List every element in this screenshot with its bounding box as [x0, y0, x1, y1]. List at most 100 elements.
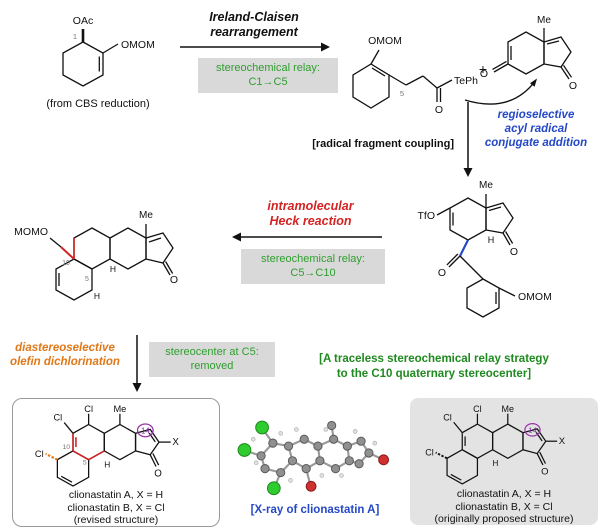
- proposed-caption-2: clionastatin B, X = Cl: [455, 500, 553, 513]
- step3-title-line2: Heck reaction: [269, 214, 352, 228]
- arrow-head: [232, 232, 241, 242]
- carbonyl-bond: [493, 63, 509, 73]
- bond-cl-b: [453, 421, 463, 434]
- step3-title: intramolecular Heck reaction: [238, 199, 383, 229]
- arrow-head: [132, 383, 142, 392]
- strategy-note-line2: to the C10 quaternary stereocenter]: [336, 367, 532, 380]
- step1-title-line1: Ireland-Claisen: [209, 10, 299, 24]
- atom-label-cl-c: Cl: [473, 404, 482, 414]
- revised-caption-3: (revised structure): [73, 514, 159, 526]
- step3-relay-box: stereochemical relay: C5→C10: [241, 249, 385, 284]
- step2-note-line1: regioselective: [497, 109, 575, 121]
- revised-caption-2: clionastatin B, X = Cl: [67, 501, 165, 514]
- atom-label-cl-a: Cl: [35, 449, 44, 459]
- atom-label-omom: OMOM: [518, 291, 552, 303]
- atom-label-o-ketone1: O: [480, 68, 488, 80]
- step1-title: Ireland-Claisen rearrangement: [176, 10, 332, 40]
- plus-sign: +: [479, 61, 487, 77]
- fragments-structures: OMOM 5 O TePh + Me O O: [352, 15, 577, 116]
- proposed-caption-1: clionastatin A, X = H: [456, 488, 552, 500]
- bond-cl-b: [63, 422, 74, 434]
- atom-label-h: H: [104, 460, 110, 470]
- locant-14: 14: [141, 426, 150, 435]
- atom-label-cl-a: Cl: [425, 447, 434, 457]
- carbonyl-bond2: [152, 453, 160, 466]
- atom-label-me: Me: [479, 180, 493, 191]
- bond-ring: [471, 267, 484, 280]
- relay-bonds-red: [72, 433, 105, 461]
- c14-highlight-circle: [524, 423, 541, 437]
- revised-caption-1: clionastatin A, X = H: [68, 489, 164, 501]
- start-material-caption: (from CBS reduction): [46, 98, 150, 110]
- proposed-caption-3: (originally proposed structure): [434, 513, 574, 525]
- bond-ch2: [459, 255, 473, 269]
- carbonyl-bond: [560, 66, 570, 80]
- locant-10: 10: [62, 444, 70, 451]
- atom-label-omom: OMOM: [121, 39, 155, 51]
- step2-arrow: [463, 102, 473, 177]
- strategy-note: [A traceless stereochemical relay strate…: [270, 352, 598, 381]
- locant-5: 5: [85, 276, 89, 283]
- step2-note-line2: acyl radical: [504, 123, 568, 135]
- atom-label-cl-c: Cl: [84, 404, 93, 414]
- locant-14: 14: [528, 426, 536, 435]
- carbonyl-bond: [536, 453, 544, 466]
- hydrindanone-core: [436, 194, 514, 246]
- double-bond: [450, 473, 462, 481]
- carbonyl-bond: [149, 454, 157, 467]
- atom-label-o-acyl: O: [435, 104, 443, 116]
- carbonyl-bond2: [562, 64, 573, 78]
- bond-momo: [49, 237, 62, 248]
- atom-label-tfo: TfO: [418, 210, 436, 222]
- carbonyl-bond2: [505, 231, 514, 244]
- atom-label-oac: OAc: [73, 15, 93, 27]
- step1-arrow: [180, 42, 330, 52]
- step2-note: regioselective acyl radical conjugate ad…: [472, 108, 600, 150]
- atom-label-o: O: [170, 274, 178, 286]
- step1-relay-line1: stereochemical relay:: [216, 62, 320, 74]
- carbonyl-bond: [448, 255, 461, 268]
- atom-label-momo: MOMO: [14, 226, 48, 238]
- step3-arrow: [232, 232, 382, 242]
- atom-label-o-acyl: O: [438, 267, 446, 279]
- atom-label-x: X: [559, 436, 566, 447]
- step1-relay-box: stereochemical relay: C1→C5: [198, 58, 338, 93]
- hash-bond-cl: [435, 451, 448, 460]
- cyclohexene-ring: [62, 41, 104, 87]
- revised-structure: Cl Cl Cl Me 14 X O H 10 5: [35, 404, 179, 487]
- revised-structure-box: Cl Cl Cl Me 14 X O H 10 5 clionastatin A…: [12, 398, 220, 527]
- hash-bond-cl-orange: [45, 452, 58, 461]
- carbonyl-bond: [162, 262, 171, 276]
- atom-label-cl-b: Cl: [54, 413, 63, 423]
- proposed-structure: Cl Cl Cl Me 14 X O H: [425, 404, 566, 485]
- arrow-head: [463, 168, 473, 177]
- carbonyl-bond2: [446, 253, 459, 266]
- locant-5: 5: [83, 460, 87, 467]
- double-bond: [60, 475, 73, 483]
- bond-ch2: [405, 75, 424, 86]
- locant-5: 5: [400, 89, 404, 98]
- atom-label-o: O: [541, 466, 548, 477]
- step4-title-line2: olefin dichlorination: [10, 356, 120, 368]
- atom-label-teph: TePh: [454, 75, 478, 87]
- step3-title-line1: intramolecular: [267, 199, 354, 213]
- conjugate-addition-curved-arrow: [464, 78, 537, 105]
- step2-note-line3: conjugate addition: [484, 137, 588, 149]
- atom-label-h1: H: [110, 264, 116, 274]
- carbonyl-bond2: [492, 60, 507, 70]
- atom-label-omom: OMOM: [368, 35, 402, 47]
- double-bond: [371, 67, 386, 77]
- xray-oxygen-atoms: [305, 454, 389, 492]
- atom-label-h: H: [493, 459, 499, 468]
- strategy-note-line1: [A traceless stereochemical relay strate…: [319, 353, 549, 365]
- atom-label-o-ring: O: [510, 246, 518, 258]
- radical-coupling-label: [radical fragment coupling]: [312, 138, 454, 150]
- steroid-core: [446, 413, 558, 485]
- double-bond: [488, 206, 502, 212]
- xray-model: [237, 420, 389, 496]
- proposed-structure-box: Cl Cl Cl Me 14 X O H clionastatin A, X =…: [410, 398, 598, 525]
- atom-label-x: X: [172, 437, 179, 448]
- pendant-chain: [446, 253, 516, 318]
- triflate-structure: Me TfO H O O OMOM: [418, 180, 552, 318]
